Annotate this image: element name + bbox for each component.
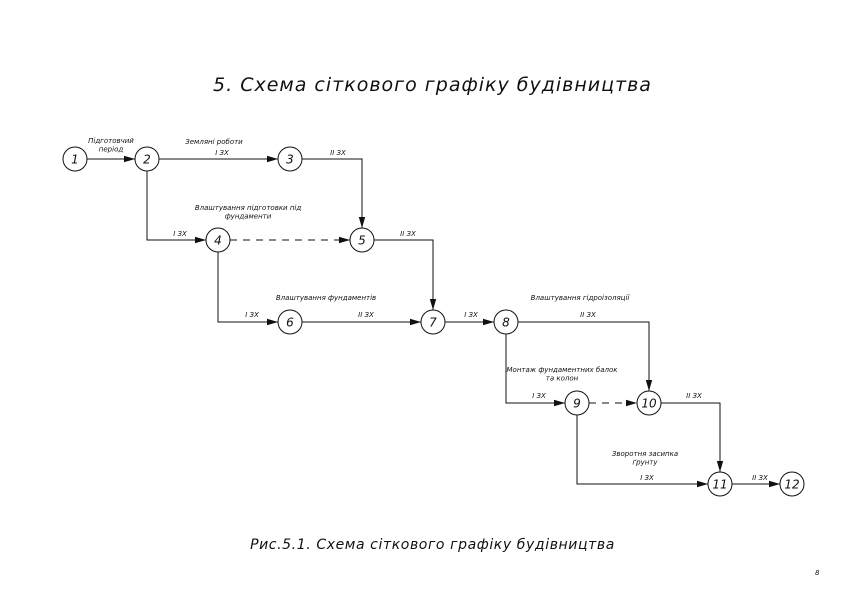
event-number: 8 bbox=[502, 316, 510, 330]
event-number: 1 bbox=[71, 153, 79, 167]
figure-caption: Рис.5.1. Схема сіткового графіку будівни… bbox=[250, 537, 615, 553]
activity-arrow-3-5 bbox=[302, 158, 366, 228]
event-node-9: 9 bbox=[564, 390, 590, 416]
event-node-4: 4 bbox=[205, 227, 231, 253]
activity-arrow-9-11 bbox=[576, 415, 708, 488]
crew-label-2-3: I ЗХ bbox=[215, 149, 229, 157]
event-circle bbox=[779, 471, 805, 497]
event-number: 4 bbox=[214, 234, 222, 248]
event-node-6: 6 bbox=[277, 309, 303, 335]
event-circle bbox=[277, 309, 303, 335]
event-circle bbox=[493, 309, 519, 335]
event-number: 5 bbox=[358, 234, 366, 248]
event-node-7: 7 bbox=[420, 309, 446, 335]
edges-layer bbox=[87, 155, 780, 488]
crew-label-8-9: I ЗХ bbox=[532, 392, 546, 400]
event-number: 2 bbox=[143, 153, 151, 167]
event-number: 7 bbox=[429, 316, 437, 330]
activity-arrow-10-11 bbox=[661, 402, 724, 472]
crew-label-9-11: I ЗХ bbox=[640, 474, 654, 482]
crew-label-4-6: I ЗХ bbox=[245, 311, 259, 319]
event-node-8: 8 bbox=[493, 309, 519, 335]
event-circle bbox=[62, 146, 88, 172]
event-circle bbox=[636, 390, 662, 416]
activity-arrow-2-4 bbox=[146, 171, 206, 244]
event-number: 9 bbox=[573, 397, 581, 411]
event-number: 3 bbox=[286, 153, 294, 167]
crew-label-5-7: II ЗХ bbox=[400, 230, 416, 238]
event-circle bbox=[564, 390, 590, 416]
event-node-5: 5 bbox=[349, 227, 375, 253]
event-node-10: 10 bbox=[636, 390, 662, 416]
event-node-12: 12 bbox=[779, 471, 805, 497]
event-number: 10 bbox=[641, 397, 657, 411]
event-circle bbox=[205, 227, 231, 253]
task-label-t-6-7: Влаштування фундаментів bbox=[276, 294, 376, 302]
activity-arrow-8-9 bbox=[505, 334, 565, 407]
crew-label-3-5: II ЗХ bbox=[330, 149, 346, 157]
event-number: 6 bbox=[286, 316, 294, 330]
event-circle bbox=[420, 309, 446, 335]
event-circle bbox=[134, 146, 160, 172]
event-node-3: 3 bbox=[277, 146, 303, 172]
crew-label-11-12: II ЗХ bbox=[752, 474, 768, 482]
event-node-2: 2 bbox=[134, 146, 160, 172]
event-circle bbox=[277, 146, 303, 172]
labels-layer: I ЗХ I ЗХ II ЗХ I ЗХ II ЗХ II ЗХ I ЗХ II ЗХ I ЗХ… bbox=[88, 137, 768, 482]
event-node-11: 11 bbox=[707, 471, 733, 497]
event-number: 12 bbox=[784, 478, 799, 492]
event-circle bbox=[707, 471, 733, 497]
page-title: 5. Схема сіткового графіку будівництва bbox=[213, 74, 652, 96]
event-circle bbox=[349, 227, 375, 253]
crew-label-2-4: I ЗХ bbox=[173, 230, 187, 238]
task-label-t-2-3: Земляні роботи bbox=[185, 138, 243, 146]
crew-label-8-10: II ЗХ bbox=[580, 311, 596, 319]
activity-arrow-8-10 bbox=[518, 321, 653, 391]
event-number: 11 bbox=[712, 478, 727, 492]
crew-label-7-8: I ЗХ bbox=[464, 311, 478, 319]
task-label-t-8-10: Влаштування гідроізоляції bbox=[531, 294, 631, 302]
activity-arrow-4-6 bbox=[217, 252, 278, 326]
crew-label-6-7: II ЗХ bbox=[358, 311, 374, 319]
activity-arrow-5-7 bbox=[374, 239, 437, 310]
page-number: 8 bbox=[815, 569, 820, 577]
crew-label-10-11: II ЗХ bbox=[686, 392, 702, 400]
event-node-1: 1 bbox=[62, 146, 88, 172]
